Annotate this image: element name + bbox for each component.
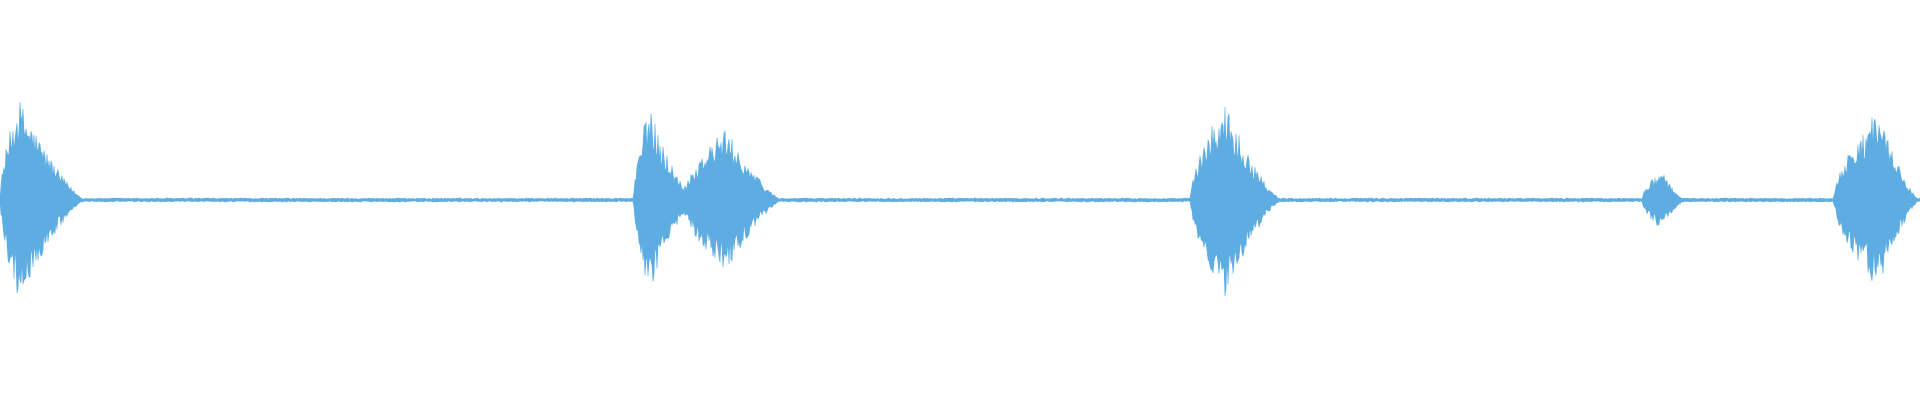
waveform-group xyxy=(0,101,1920,297)
waveform-signal xyxy=(0,101,1920,297)
